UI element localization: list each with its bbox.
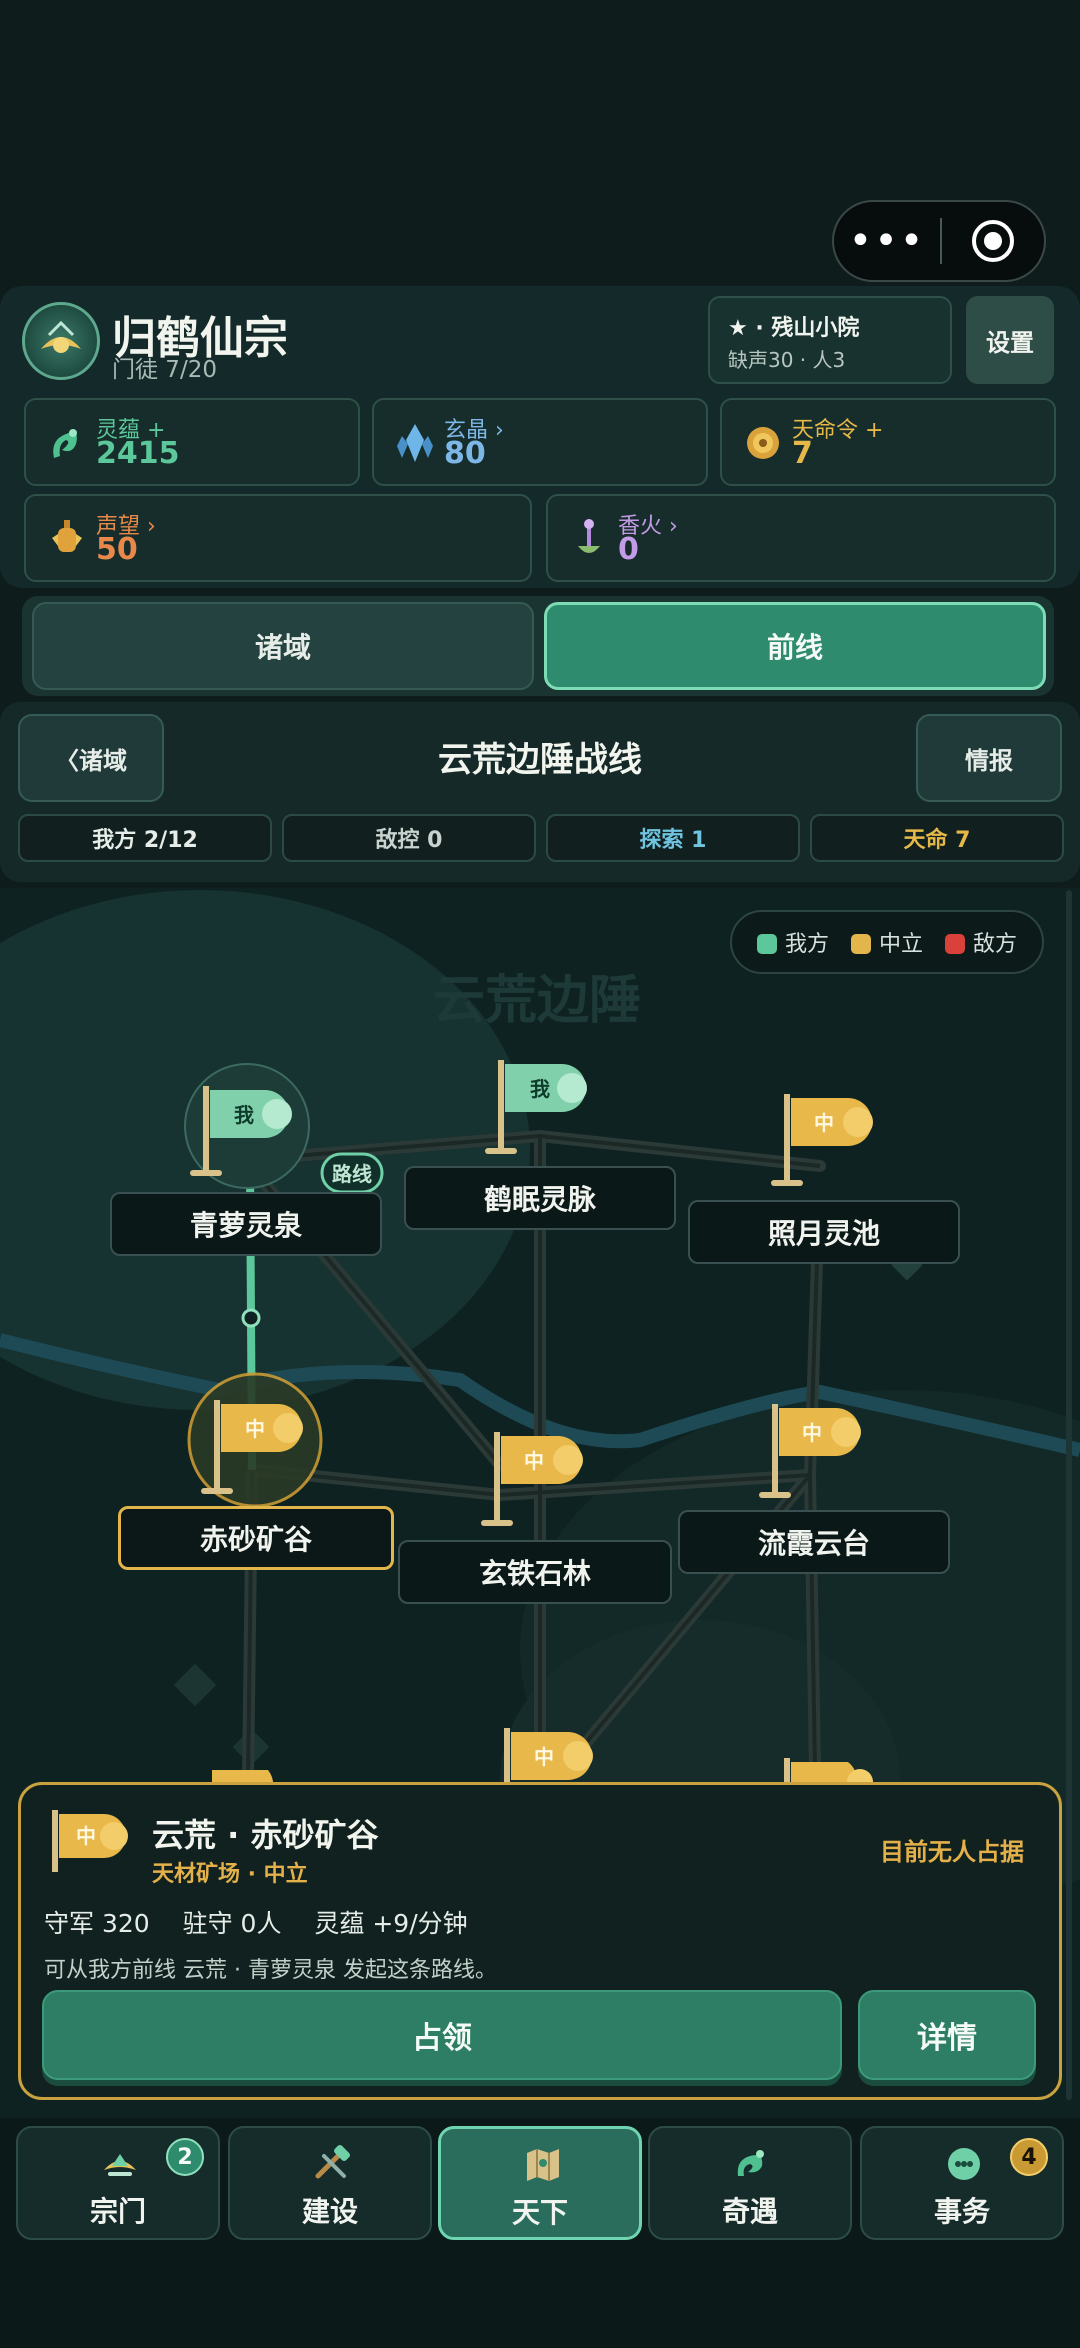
stat-enemy[interactable]: 敌控 0: [282, 814, 536, 862]
river: [0, 1333, 1080, 1457]
frontline-title: 云荒边陲战线: [438, 740, 642, 780]
encounter-dragon-icon: [737, 2150, 764, 2176]
info-flag-icon: 中: [52, 1810, 128, 1872]
info-flag-label: 中: [76, 1824, 96, 1848]
region-watermark: 云荒边陲: [433, 971, 641, 1031]
route-badge-label: 路线: [332, 1162, 372, 1186]
residence-status: 缺声30 · 人3: [728, 348, 846, 372]
stat-own[interactable]: 我方 2/12: [18, 814, 272, 862]
sect-name: 归鹤仙宗: [112, 313, 288, 364]
legend-neutral: 中立: [850, 926, 923, 958]
stat-destiny[interactable]: 天命 7: [810, 814, 1064, 862]
resource-incense[interactable]: 香火 › 0: [546, 494, 1056, 582]
resource-label: 灵蕴 +: [96, 418, 166, 443]
flag-label: 我: [530, 1077, 550, 1101]
close-target-icon[interactable]: [942, 218, 1044, 264]
flag-label: 中: [245, 1417, 265, 1441]
nav-sect-badge: 2: [166, 2138, 204, 2176]
sect-lotus-icon: [104, 2154, 136, 2176]
resource-prestige[interactable]: 声望 › 50: [24, 494, 532, 582]
destiny-token-icon: [747, 427, 779, 459]
nav-label: 建设: [301, 2195, 358, 2228]
node-zhaoyue[interactable]: 照月灵池: [688, 1200, 960, 1264]
occupancy-status: 目前无人占据: [880, 1838, 1024, 1866]
back-to-region-button[interactable]: 〈诸域: [18, 714, 164, 802]
legend-own: 我方: [756, 926, 829, 958]
stat-enemy-label: 敌控 0: [375, 828, 443, 853]
nav-encounter[interactable]: 奇遇: [648, 2126, 852, 2240]
resource-label: 玄晶 ›: [444, 418, 504, 443]
capsule-divider: [940, 218, 942, 264]
resource-crystal[interactable]: 玄晶 › 80: [372, 398, 708, 486]
occupy-button[interactable]: 占领: [42, 1990, 842, 2080]
resource-spirit[interactable]: 灵蕴 + 2415: [24, 398, 360, 486]
stat-destiny-label: 天命 7: [903, 828, 971, 853]
nav-world[interactable]: 天下: [438, 2126, 642, 2240]
node-chisha[interactable]: 赤砂矿谷: [118, 1506, 394, 1570]
info-subtitle: 天材矿场 · 中立: [152, 1862, 308, 1887]
resource-value: 80: [444, 436, 486, 471]
node-liuxia[interactable]: 流霞云台: [678, 1510, 950, 1574]
node-xuantie[interactable]: 玄铁石林: [398, 1540, 672, 1604]
map-marker: [173, 1663, 217, 1707]
stat-explore[interactable]: 探索 1: [546, 814, 800, 862]
crystal-icon: [397, 424, 433, 462]
miniprogram-capsule: •••: [832, 200, 1046, 282]
settings-button[interactable]: 设置: [966, 296, 1054, 384]
nav-label: 事务: [933, 2195, 990, 2228]
affairs-icon: [948, 2148, 980, 2180]
map-legend: 我方 中立 敌方: [730, 910, 1044, 974]
info-hint: 可从我方前线 云荒 · 青萝灵泉 发起这条路线。: [44, 1958, 497, 1983]
flag-neutral-xuantie[interactable]: 中: [481, 1432, 583, 1526]
disciple-count: 门徒 7/20: [112, 357, 217, 383]
flag-own-hemian[interactable]: 我: [485, 1060, 587, 1154]
info-title: 云荒 · 赤砂矿谷: [152, 1816, 379, 1854]
prestige-lantern-icon: [52, 520, 82, 552]
detail-button[interactable]: 详情: [858, 1990, 1036, 2080]
intel-button[interactable]: 情报: [916, 714, 1062, 802]
more-menu-icon[interactable]: •••: [848, 218, 926, 264]
flag-neutral-liuxia[interactable]: 中: [759, 1404, 861, 1498]
flag-label: 中: [814, 1111, 834, 1135]
flag-label: 我: [234, 1103, 254, 1127]
resource-label: 香火 ›: [618, 514, 678, 539]
node-hemian[interactable]: 鹤眠灵脉: [404, 1166, 676, 1230]
nav-label: 宗门: [89, 2195, 146, 2228]
resource-label: 天命令 +: [792, 418, 884, 443]
stat-explore-label: 探索 1: [639, 828, 707, 853]
resource-value: 2415: [96, 436, 180, 471]
info-stats: 守军 320 驻守 0人 灵蕴 +9/分钟: [44, 1909, 468, 1938]
world-map-icon: [527, 2149, 559, 2181]
legend-enemy: 敌方: [945, 926, 1017, 958]
route-waypoint: [241, 1308, 261, 1328]
incense-icon: [578, 519, 600, 553]
nav-label: 天下: [511, 2196, 568, 2229]
flag-label: 中: [524, 1449, 544, 1473]
build-tools-icon: [315, 2145, 350, 2179]
residence-box[interactable]: ★ · 残山小院 缺声30 · 人3: [708, 296, 952, 384]
sect-logo-icon[interactable]: [22, 302, 100, 380]
flag-label: 中: [534, 1745, 554, 1769]
map-scrollbar[interactable]: [1066, 890, 1072, 2100]
node-qingluo[interactable]: 青萝灵泉: [110, 1192, 382, 1256]
nav-affairs-badge: 4: [1010, 2138, 1048, 2176]
tab-frontline[interactable]: 前线: [544, 602, 1046, 690]
flag-neutral-zhaoyue[interactable]: 中: [771, 1094, 873, 1186]
resource-value: 50: [96, 532, 138, 567]
flag-own-qingluo[interactable]: 我: [190, 1086, 292, 1176]
residence-name: ★ · 残山小院: [728, 316, 860, 341]
flag-label: 中: [802, 1421, 822, 1445]
flag-neutral-lower-middle[interactable]: 中: [504, 1728, 593, 1798]
resource-value: 7: [792, 436, 813, 471]
flag-neutral-chisha[interactable]: 中: [201, 1400, 303, 1494]
resource-label: 声望 ›: [96, 514, 156, 539]
resource-value: 0: [618, 532, 639, 567]
resource-destiny-token[interactable]: 天命令 + 7: [720, 398, 1056, 486]
spirit-dragon-icon: [53, 429, 77, 458]
stat-own-label: 我方 2/12: [92, 828, 198, 853]
tab-region[interactable]: 诸域: [32, 602, 534, 690]
nav-build[interactable]: 建设: [228, 2126, 432, 2240]
nav-label: 奇遇: [721, 2195, 778, 2228]
